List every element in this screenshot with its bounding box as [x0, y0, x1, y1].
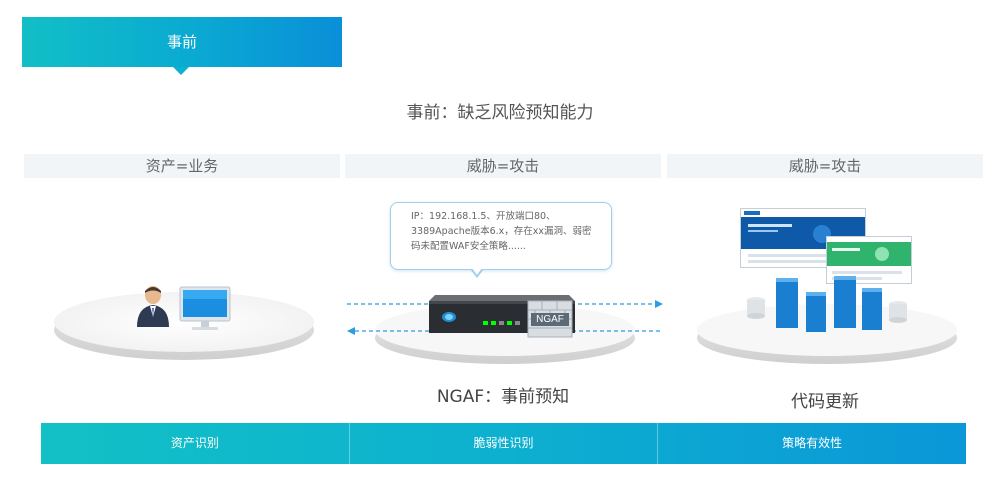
column-header-assets: 资产=业务: [24, 154, 340, 178]
ngaf-caption: NGAF：事前预知: [436, 387, 570, 407]
callout-line-2: 3389Apache版本6.x，存在xx漏洞、弱密: [411, 226, 592, 237]
tab-label: 事前: [167, 33, 198, 51]
monitor-icon: [179, 286, 231, 330]
vulnerability-identification-item[interactable]: 脆弱性识别: [350, 423, 659, 464]
asset-identification-item[interactable]: 资产识别: [41, 423, 350, 464]
callout-tail-fill: [472, 268, 482, 275]
vulnerability-callout: IP：192.168.1.5、开放端口80、 3389Apache版本6.x，存…: [390, 202, 612, 270]
code-update-caption: 代码更新: [791, 392, 859, 412]
page-title: 事前：缺乏风险预知能力: [406, 103, 594, 123]
website-screenshot-2-icon: [826, 236, 912, 284]
server-cluster-icon: [747, 276, 907, 332]
capability-bar: 资产识别 脆弱性识别 策略有效性: [41, 423, 966, 464]
column-header-attacks: 威胁=攻击: [667, 154, 983, 178]
callout-line-3: 码未配置WAF安全策略......: [411, 241, 526, 252]
firewall-wall-icon: [527, 300, 573, 338]
user-icon: [137, 286, 169, 327]
tab-before[interactable]: 事前: [22, 17, 342, 67]
tab-pointer: [173, 67, 189, 75]
column-header-threats: 威胁=攻击: [345, 154, 661, 178]
policy-effectiveness-item[interactable]: 策略有效性: [782, 436, 843, 450]
asset-platform: [54, 292, 314, 360]
ngaf-badge: NGAF: [536, 314, 564, 325]
callout-line-1: IP：192.168.1.5、开放端口80、: [411, 211, 556, 222]
